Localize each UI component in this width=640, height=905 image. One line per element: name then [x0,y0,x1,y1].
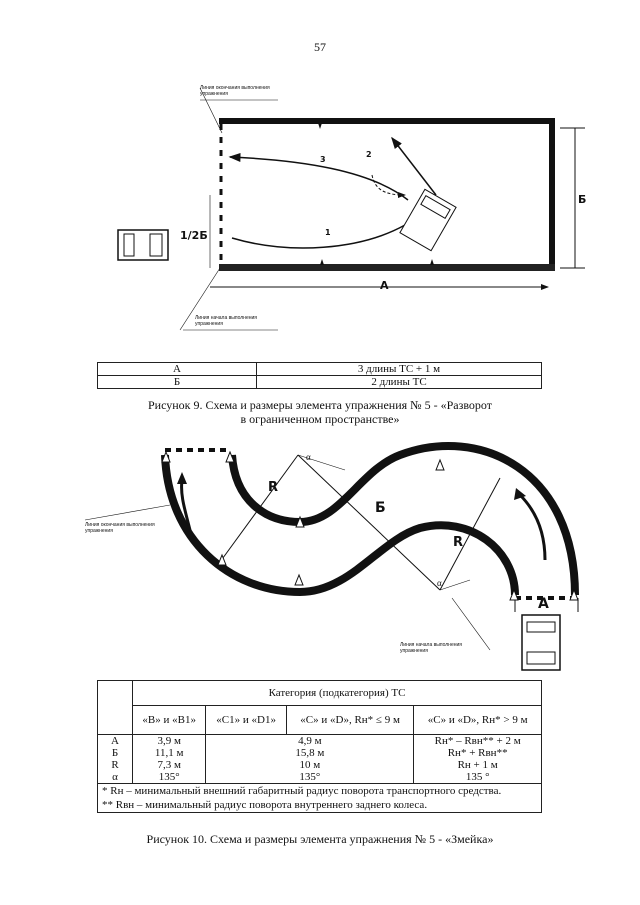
chord-b-line [297,454,441,591]
angle-2: α [437,578,442,588]
dim-b: Б [375,500,386,516]
dim-a: А [538,596,549,612]
serpentine-inner-edge [228,442,579,596]
path-3 [228,152,409,201]
start-line-label: Линия начала выполнения упражнения [195,315,257,327]
table-header-row: «В» и «В1»«C1» и «D1»«C» и «D», Rн* ≤ 9 … [98,705,542,735]
vehicle-icon [399,188,457,252]
start-line-label: Линия начала выполнения упражнения [400,642,462,654]
top-boundary [219,118,555,124]
finish-line-label: Линия окончания выполнения упражнения [85,522,155,534]
dim-half-b: 1/2Б [180,229,208,242]
page-number: 57 [314,40,326,54]
dim-r-1: R [268,480,279,495]
angle-1: α [306,452,311,462]
bottom-boundary [219,264,555,271]
figure10-table: Категория (подкатегория) ТС «В» и «В1»«C… [97,680,542,813]
path-label-2: 2 [366,150,372,159]
vehicle-icon [521,614,561,671]
radius-line-1 [219,454,299,563]
right-boundary [549,118,555,270]
finish-line-label: Линия окончания выполнения упражнения [200,85,270,97]
path-1 [231,224,406,249]
cones [161,450,579,601]
dim-b: Б [578,193,587,206]
serpentine-outer-edge [161,454,519,597]
path-label-1: 1 [325,228,331,237]
radius-line-2 [439,477,501,591]
start-vehicle-icon [117,229,169,261]
figure10-caption: Рисунок 10. Схема и размеры элемента упр… [146,832,494,846]
direction-arrow-2 [518,493,547,561]
dim-a: А [380,279,389,292]
table-notes: * Rн – минимальный внешний габаритный ра… [97,783,542,813]
dim-r-2: R [453,535,464,550]
figure9-caption: Рисунок 9. Схема и размеры элемента упра… [148,398,492,426]
path-label-3: 3 [320,155,326,164]
cones [318,123,555,265]
